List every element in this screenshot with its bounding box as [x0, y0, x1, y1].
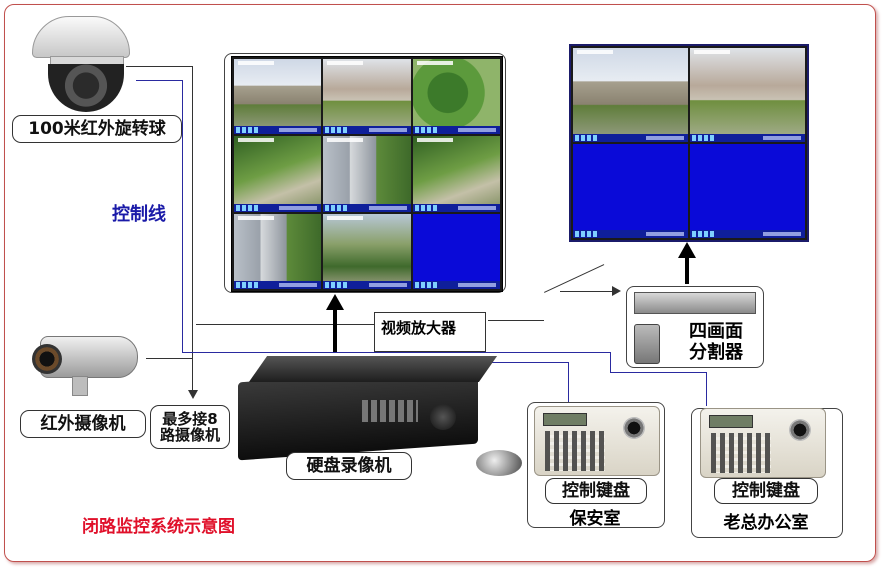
left-channel-9-empty — [412, 213, 500, 289]
control-line-bottom — [182, 352, 610, 353]
left-channel-8 — [323, 213, 411, 289]
control-line-to-kb1 — [568, 362, 569, 406]
left-channel-4 — [234, 136, 322, 212]
control-line-top — [136, 80, 182, 81]
diagram-title: 闭路监控系统示意图 — [82, 517, 235, 537]
ptz-camera-icon — [26, 14, 130, 114]
left-channel-7 — [234, 213, 322, 289]
ptz-camera-label: 100米红外旋转球 — [12, 115, 182, 143]
left-channel-3 — [412, 59, 500, 135]
ir-camera-label: 红外摄像机 — [20, 410, 146, 438]
control-line-vertical — [182, 80, 183, 352]
right-channel-2 — [690, 48, 805, 142]
left-channel-5 — [323, 136, 411, 212]
diagram-frame — [4, 4, 876, 562]
max-cameras-arrow-head — [188, 390, 198, 399]
amp-line-left — [196, 324, 376, 325]
remote-control-icon — [634, 324, 660, 364]
ptz-line-down — [192, 66, 193, 392]
left-channel-2 — [323, 59, 411, 135]
keyboard1-location: 保安室 — [569, 509, 621, 529]
splitter-to-monitor-arrow-head — [678, 242, 696, 258]
left-monitor-screen — [231, 56, 503, 292]
keyboard2-location: 老总办公室 — [723, 513, 809, 533]
keyboard1-icon — [534, 406, 660, 476]
keyboard2-title: 控制键盘 — [714, 478, 818, 504]
dvr-arrow-shaft — [333, 308, 337, 352]
dvr-icon — [238, 356, 500, 461]
ir-camera-line — [146, 358, 192, 359]
amp-line-right — [488, 320, 544, 321]
mouse-icon — [476, 450, 522, 476]
control-line-kb2-h — [610, 372, 706, 373]
right-channel-1 — [573, 48, 688, 142]
max-cameras-label: 最多接8 路摄像机 — [150, 405, 230, 449]
control-line-label: 控制线 — [112, 204, 166, 225]
splitter-arrow-shaft — [685, 256, 689, 284]
right-channel-3-empty — [573, 144, 688, 238]
dvr-label: 硬盘录像机 — [286, 452, 412, 480]
dvr-arrow-head — [326, 294, 344, 310]
left-channel-6 — [412, 136, 500, 212]
control-line-kb2-v — [610, 352, 611, 372]
ir-camera-icon — [28, 328, 140, 398]
video-amp-label: 视频放大器 — [374, 312, 486, 352]
keyboard2-icon — [700, 408, 826, 478]
splitter-arrow-line — [560, 291, 618, 292]
control-line-to-kb2 — [706, 372, 707, 406]
quad-splitter-label: 四画面 分割器 — [689, 321, 743, 363]
quad-splitter-icon — [634, 292, 756, 314]
splitter-arrow-head — [612, 286, 621, 296]
ptz-line-top — [126, 66, 192, 67]
right-monitor-screen — [569, 44, 809, 242]
right-channel-4-empty — [690, 144, 805, 238]
left-channel-1 — [234, 59, 322, 135]
keyboard1-title: 控制键盘 — [545, 478, 647, 504]
